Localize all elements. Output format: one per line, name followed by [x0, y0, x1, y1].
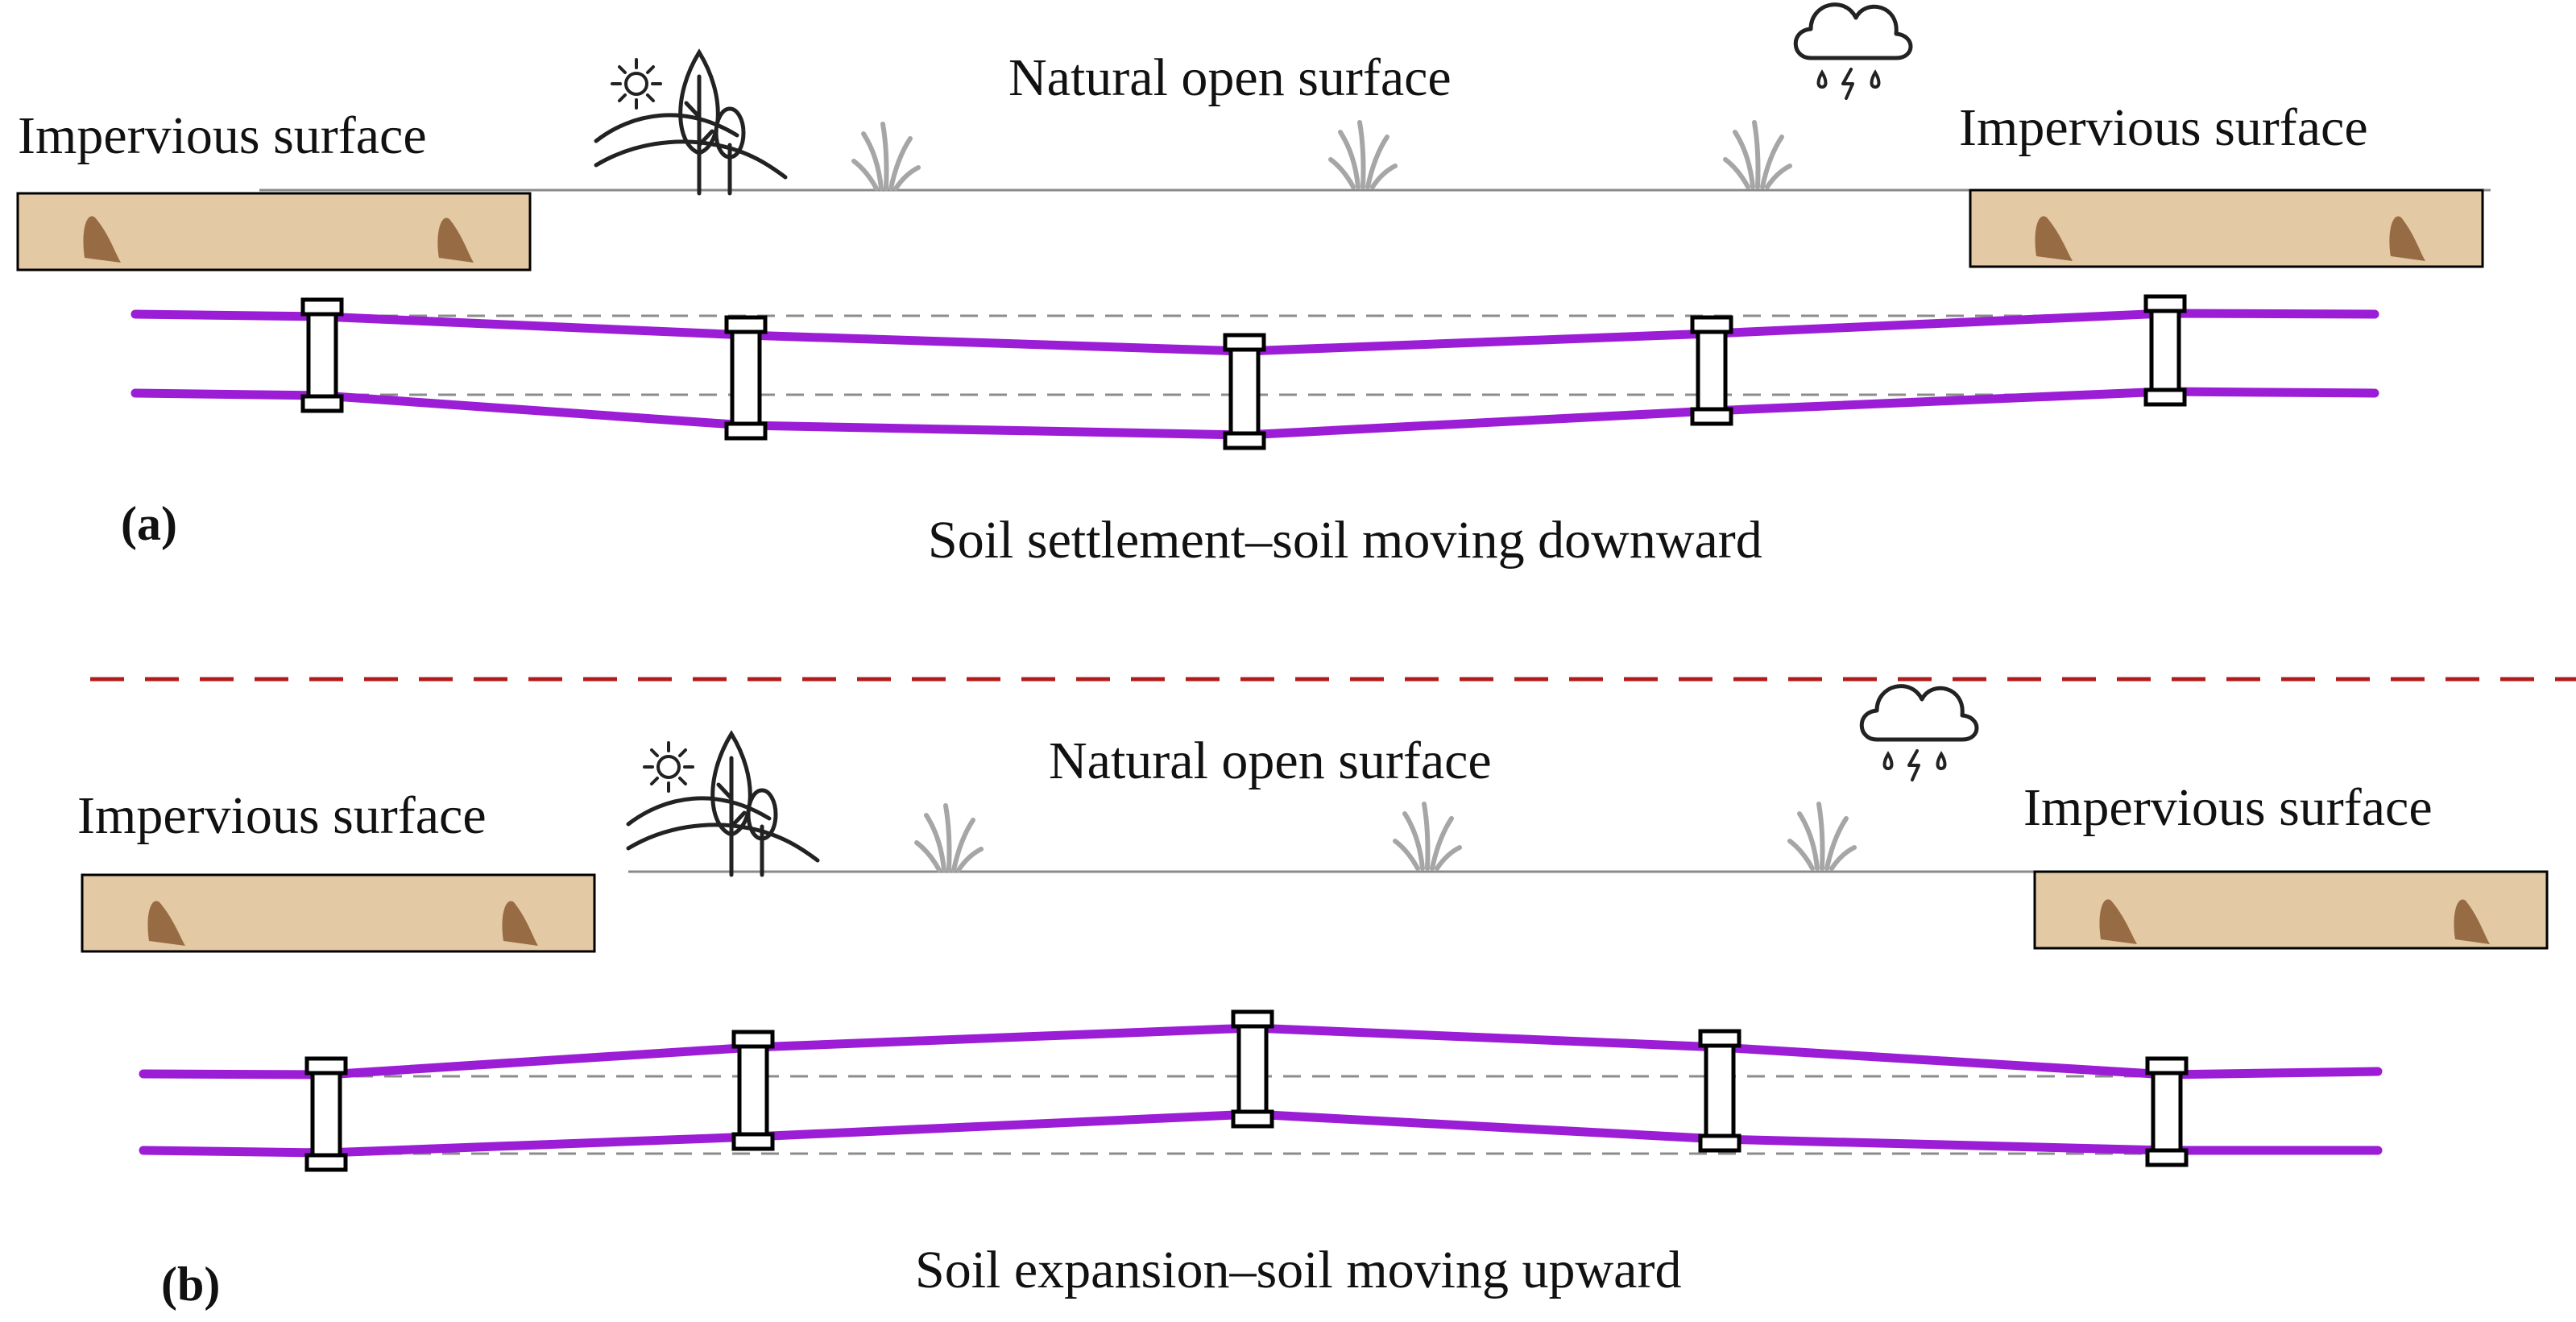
grass-icon	[917, 806, 981, 870]
impervious-slab-right	[2033, 870, 2549, 950]
pipe-joint	[1690, 315, 1733, 426]
grass-icon	[1725, 122, 1790, 187]
impervious-slab-left	[16, 192, 532, 271]
grass-icon	[1331, 122, 1395, 187]
right-surface-label: Impervious surface	[1959, 98, 2368, 157]
sun-icon	[611, 58, 662, 110]
right-surface-label: Impervious surface	[2023, 778, 2433, 837]
grass-icon	[854, 124, 918, 189]
original-pipe-position	[322, 314, 2159, 396]
natural-surface-title: Natural open surface	[1008, 48, 1452, 107]
pipe-joint	[724, 315, 768, 441]
pipe-joint	[300, 297, 344, 413]
original-pipe-position	[326, 1075, 2167, 1155]
natural-surface-title: Natural open surface	[1049, 731, 1492, 790]
panel-label: (a)	[121, 497, 177, 550]
grass-icon	[1790, 804, 1854, 868]
pipe-joint	[1698, 1029, 1741, 1153]
panel-caption: Soil expansion–soil moving upward	[915, 1241, 1681, 1299]
impervious-slab-right	[1969, 189, 2484, 268]
panel-label: (b)	[161, 1258, 220, 1311]
panel-a: Impervious surface Natural open surface …	[16, 5, 2491, 570]
impervious-slab-left	[81, 873, 596, 953]
rain-cloud-icon	[1795, 5, 1911, 98]
pipe-joint	[2143, 294, 2187, 407]
pipe-joint	[1223, 333, 1266, 450]
grass-icon	[1395, 804, 1460, 868]
pipe-joint	[731, 1030, 775, 1151]
rain-cloud-icon	[1862, 686, 1977, 780]
pipe-joint	[2145, 1056, 2189, 1167]
panel-caption: Soil settlement–soil moving downward	[928, 511, 1762, 570]
left-surface-label: Impervious surface	[77, 786, 487, 845]
sun-icon	[643, 741, 694, 793]
pipe-joint	[1231, 1009, 1274, 1129]
pipe-joint	[304, 1056, 348, 1172]
panel-b: Impervious surface Natural open surface …	[77, 686, 2549, 1311]
left-surface-label: Impervious surface	[18, 106, 427, 165]
